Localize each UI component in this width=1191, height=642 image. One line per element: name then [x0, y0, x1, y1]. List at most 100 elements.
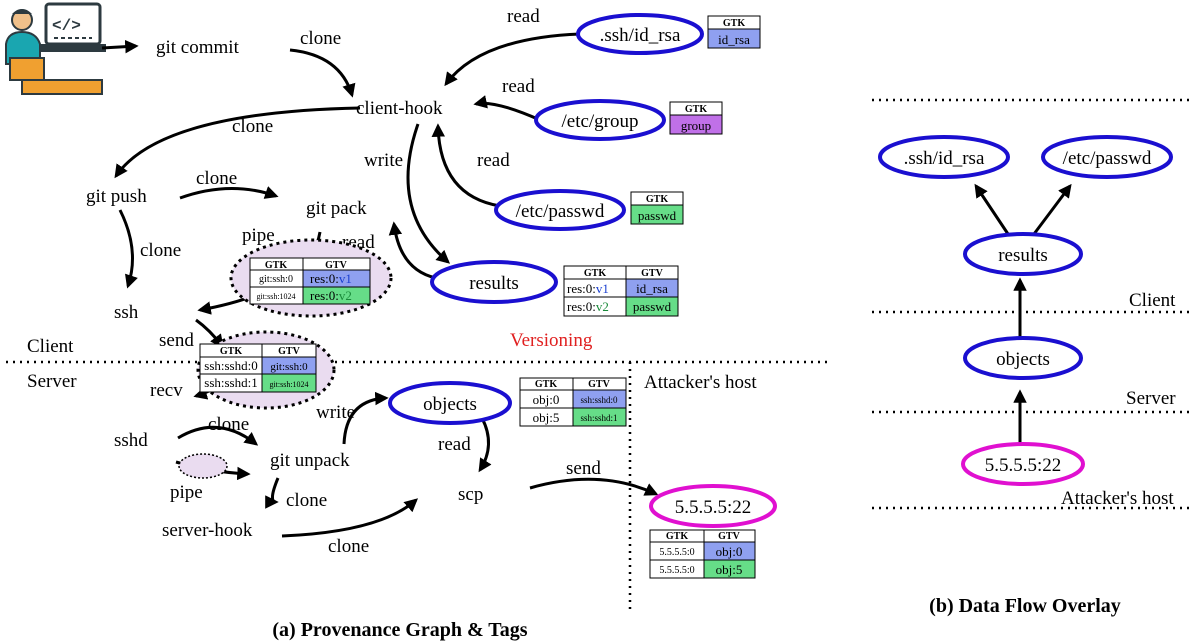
tag-table-id-rsa: GTK id_rsa	[707, 15, 761, 49]
node-ssh-id-rsa-oval	[576, 13, 704, 55]
region-attacker: Attacker's host	[644, 372, 757, 393]
svg-text:GTK: GTK	[685, 104, 707, 115]
edge-read-id-rsa	[444, 32, 581, 87]
svg-text:group: group	[681, 118, 711, 133]
svg-text:res:0:v2: res:0:v2	[310, 288, 352, 303]
b-node-attacker: 5.5.5.5:22	[985, 455, 1062, 476]
edge-objects-read	[478, 417, 492, 473]
label-serverhook-clone: clone	[328, 536, 369, 557]
svg-text:GTK: GTK	[666, 531, 688, 542]
edge-sshd-clone	[177, 425, 259, 446]
tag-table-group: GTK group	[669, 101, 723, 135]
svg-text:GTK: GTK	[584, 268, 606, 279]
svg-text:res:0:v1: res:0:v1	[310, 271, 352, 286]
node-scp: scp	[458, 484, 483, 505]
svg-text:GTK: GTK	[723, 18, 745, 29]
b-node-passwd: /etc/passwd	[1063, 148, 1152, 169]
svg-text:GTV: GTV	[718, 531, 740, 542]
label-ssh-send: send	[159, 330, 194, 351]
svg-text:git:ssh:0: git:ssh:0	[259, 274, 293, 285]
edge-unpack-write	[342, 391, 389, 445]
node-attacker-ip: 5.5.5.5:22	[675, 497, 752, 518]
edge-scp-send	[529, 477, 659, 496]
edge-serverhook-clone	[281, 498, 419, 538]
label-push-clone-pack: clone	[196, 168, 237, 189]
edge-commit-clone	[289, 48, 356, 98]
svg-text:id_rsa: id_rsa	[636, 281, 668, 296]
tag-table-attacker: GTK GTV 5.5.5.5:0 5.5.5.5:0 obj:0 obj:5	[649, 529, 756, 579]
node-ssh: ssh	[114, 302, 139, 323]
pipe-bottom-oval	[178, 453, 228, 479]
node-git-pack: git pack	[306, 198, 367, 219]
node-etc-passwd-oval	[494, 189, 626, 231]
svg-text:obj:5: obj:5	[716, 562, 743, 577]
b-node-results-oval	[963, 232, 1083, 276]
node-client-hook: client-hook	[356, 98, 443, 119]
node-pipe-top: pipe	[242, 225, 275, 246]
label-write-results: write	[364, 150, 403, 171]
edge-read-group	[473, 95, 541, 122]
region-server: Server	[27, 371, 77, 392]
svg-text:ssh:sshd:1: ssh:sshd:1	[580, 413, 617, 423]
node-results-oval	[430, 260, 558, 304]
node-attacker-oval	[649, 484, 777, 528]
svg-text:GTV: GTV	[641, 268, 663, 279]
b-node-objects: objects	[996, 349, 1050, 370]
versioning-label: Versioning	[510, 330, 593, 351]
node-pipe-bottom: pipe	[170, 482, 203, 503]
node-sshd: sshd	[114, 430, 148, 451]
tag-table-objects: GTK GTV obj:0 obj:5 ssh:sshd:0 ssh:sshd:…	[519, 377, 627, 427]
svg-text:5.5.5.5:0: 5.5.5.5:0	[659, 565, 694, 576]
svg-text:passwd: passwd	[638, 208, 677, 223]
label-commit-clone: clone	[300, 28, 341, 49]
node-results: results	[469, 273, 519, 294]
caption-panel-a: (a) Provenance Graph & Tags	[272, 619, 527, 641]
svg-text:GTK: GTK	[220, 346, 242, 357]
edge-read-passwd	[431, 123, 501, 208]
edge-push-clone-pack	[179, 186, 279, 200]
edge-unpack-clone	[265, 477, 280, 509]
edge-read-results	[388, 221, 437, 280]
node-git-commit: git commit	[156, 37, 240, 58]
label-scp-send: send	[566, 458, 601, 479]
node-git-push: git push	[86, 186, 147, 207]
svg-text:obj:0: obj:0	[533, 392, 560, 407]
svg-text:git:ssh:0: git:ssh:0	[270, 361, 308, 373]
label-sshd-clone: clone	[208, 414, 249, 435]
b-node-results: results	[998, 245, 1048, 266]
svg-text:obj:0: obj:0	[716, 544, 743, 559]
tag-table-results: GTK GTV res:0:v1 res:0:v2 id_rsa passwd	[563, 265, 679, 317]
svg-text:GTK: GTK	[265, 260, 287, 271]
label-push-clone-ssh: clone	[140, 240, 181, 261]
svg-text:git:ssh:1024: git:ssh:1024	[269, 380, 308, 389]
svg-text:GTK: GTK	[646, 194, 668, 205]
node-etc-group-oval	[534, 99, 666, 141]
b-node-passwd-oval	[1041, 135, 1173, 179]
svg-text:ssh:sshd:0: ssh:sshd:0	[204, 358, 257, 373]
node-etc-group: /etc/group	[561, 111, 638, 132]
svg-text:ssh:sshd:0: ssh:sshd:0	[580, 395, 618, 405]
node-server-hook: server-hook	[162, 520, 253, 541]
b-region-client: Client	[1129, 290, 1176, 311]
node-etc-passwd: /etc/passwd	[516, 201, 605, 222]
tag-table-pipe: GTK GTV git:ssh:0 git:ssh:1024 res:0:v1 …	[229, 238, 393, 318]
node-objects-oval	[388, 381, 512, 425]
svg-text:obj:5: obj:5	[533, 410, 560, 425]
edge-icon-to-commit	[101, 39, 139, 54]
developer-icon: </>	[5, 2, 106, 95]
label-hook-clone: clone	[232, 116, 273, 137]
label-unpack-clone: clone	[286, 490, 327, 511]
edge-b-results-passwd	[1032, 183, 1072, 235]
svg-text:ssh:sshd:1: ssh:sshd:1	[204, 375, 257, 390]
edge-hook-clone	[114, 106, 361, 179]
svg-text:res:0:v1: res:0:v1	[567, 281, 609, 296]
svg-text:res:0:v2: res:0:v2	[567, 299, 609, 314]
edge-b-results-idrsa	[974, 183, 1010, 235]
svg-text:GTV: GTV	[588, 379, 610, 390]
svg-text:GTV: GTV	[325, 260, 347, 271]
svg-text:5.5.5.5:0: 5.5.5.5:0	[659, 547, 694, 558]
svg-text:</>: </>	[52, 17, 81, 35]
label-read-passwd: read	[477, 150, 510, 171]
tag-table-send: GTK GTV ssh:sshd:0 ssh:sshd:1 git:ssh:0 …	[196, 330, 336, 410]
